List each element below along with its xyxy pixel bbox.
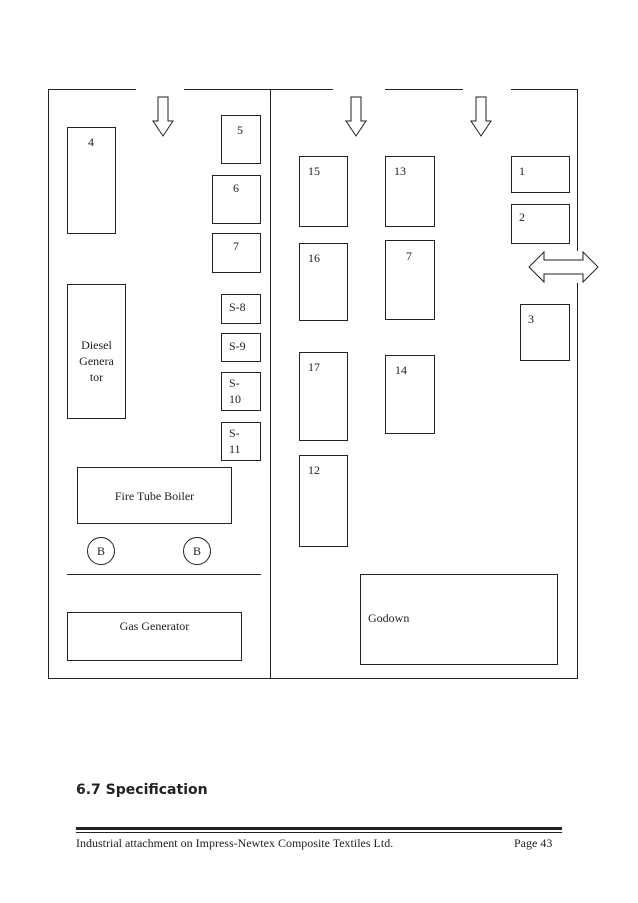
room-label: 5 xyxy=(237,123,243,137)
left-wall xyxy=(48,89,49,679)
room-4: 4 xyxy=(67,127,116,234)
room-7-left: 7 xyxy=(212,233,261,273)
room-17: 17 xyxy=(299,352,348,441)
room-15: 15 xyxy=(299,156,348,227)
room-label: S-9 xyxy=(229,339,246,353)
room-s-10: S- 10 xyxy=(221,372,261,411)
room-label: 15 xyxy=(308,164,320,178)
room-label: Gas Generator xyxy=(119,619,190,633)
footer-rule-thick xyxy=(76,827,562,830)
double-arrow-icon xyxy=(528,250,599,284)
fire-tube-boiler: Fire Tube Boiler xyxy=(77,467,232,524)
room-label: 12 xyxy=(308,463,320,477)
footer-title: Industrial attachment on Impress-Newtex … xyxy=(76,836,394,850)
room-label: 1 xyxy=(519,164,525,178)
entrance-arrow-down-icon xyxy=(152,96,174,137)
room-3: 3 xyxy=(520,304,570,361)
bottom-wall xyxy=(48,678,578,679)
room-label: 6 xyxy=(233,181,239,195)
room-label: S- 10 xyxy=(229,376,241,406)
room-13: 13 xyxy=(385,156,435,227)
room-7-right: 7 xyxy=(385,240,435,320)
diesel-generator-room: Diesel Genera tor xyxy=(67,284,126,419)
room-s-11: S- 11 xyxy=(221,422,261,461)
room-label: Diesel Genera tor xyxy=(79,338,114,384)
room-label: 16 xyxy=(308,251,320,265)
room-16: 16 xyxy=(299,243,348,321)
gas-generator-room: Gas Generator xyxy=(67,612,242,661)
room-12: 12 xyxy=(299,455,348,547)
top-wall-segment-4 xyxy=(511,89,578,90)
page-number: Page 43 xyxy=(514,836,553,850)
room-label: 13 xyxy=(394,164,406,178)
entrance-arrow-down-icon xyxy=(345,96,367,137)
room-1: 1 xyxy=(511,156,570,193)
room-label: 14 xyxy=(395,363,407,377)
room-6: 6 xyxy=(212,175,261,224)
right-wall-lower xyxy=(577,283,578,679)
right-wall-upper xyxy=(577,89,578,251)
entrance-arrow-down-icon xyxy=(470,96,492,137)
room-label: 2 xyxy=(519,210,525,224)
room-s-9: S-9 xyxy=(221,333,261,362)
boiler-partition-line xyxy=(67,574,261,575)
divider-wall xyxy=(270,89,271,679)
room-label: 7 xyxy=(406,249,412,263)
room-5: 5 xyxy=(221,115,261,164)
boiler-unit-b-1: B xyxy=(87,537,115,565)
room-label: 7 xyxy=(233,239,239,253)
room-14: 14 xyxy=(385,355,435,434)
top-wall-segment-3 xyxy=(385,89,463,90)
room-label: Godown xyxy=(368,611,410,625)
footer-rule-thin xyxy=(76,832,562,833)
room-label: S-8 xyxy=(229,300,246,314)
room-s-8: S-8 xyxy=(221,294,261,324)
room-label: 4 xyxy=(88,135,94,149)
top-wall-segment-1 xyxy=(48,89,136,90)
top-wall-segment-2 xyxy=(184,89,333,90)
room-label: 3 xyxy=(528,312,534,326)
boiler-unit-b-2: B xyxy=(183,537,211,565)
godown: Godown xyxy=(360,574,558,665)
room-label: 17 xyxy=(308,360,320,374)
room-2: 2 xyxy=(511,204,570,244)
section-heading: 6.7 Specification xyxy=(76,782,208,798)
room-label: Fire Tube Boiler xyxy=(114,489,195,503)
room-label: S- 11 xyxy=(229,426,241,456)
